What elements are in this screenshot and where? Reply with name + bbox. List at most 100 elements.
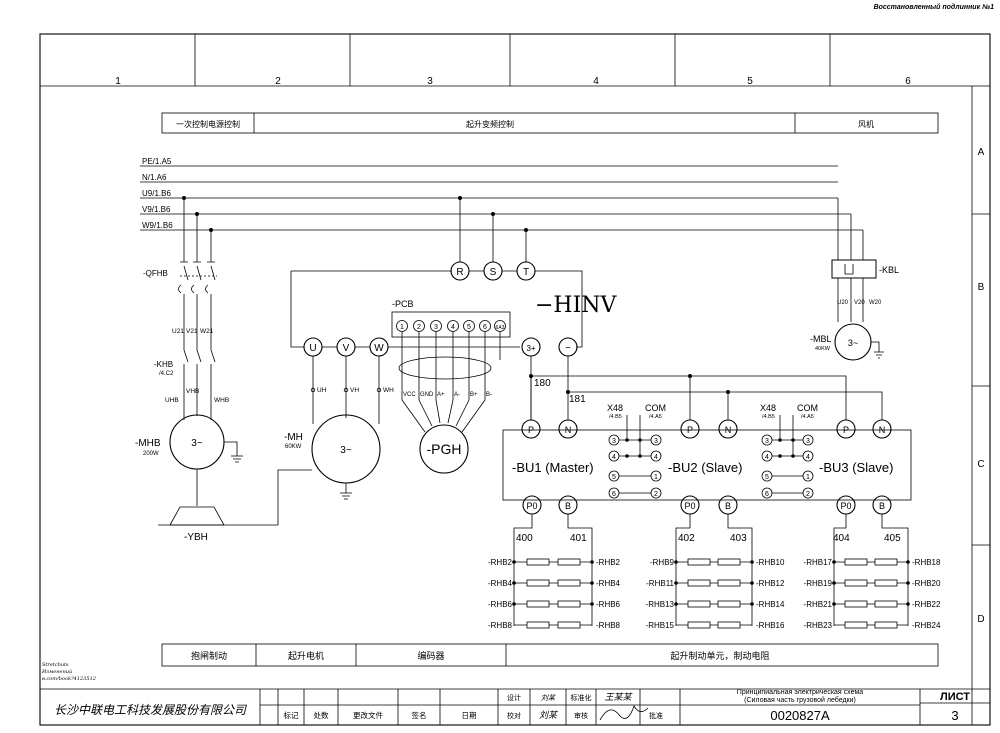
wire-label: WH [383, 387, 394, 394]
bu-pin: 6 [765, 491, 769, 498]
bu2-label: -BU2 (Slave) [668, 460, 742, 475]
title-block-label: 设计 [507, 693, 521, 702]
terminal-label: V [343, 343, 350, 354]
brake-unit-frame [502, 429, 912, 501]
column-number: 5 [747, 76, 753, 87]
wire-label: 404 [833, 533, 850, 544]
title-block-label: 校对 [507, 711, 521, 720]
motor-symbol: 3~ [191, 438, 203, 449]
resistor-label: -RHB10 [756, 558, 785, 567]
bu-pin: 3 [654, 438, 658, 445]
bus-label: U9/1.B6 [142, 189, 171, 198]
section-title: 起升制动单元，制动电阻 [670, 650, 769, 661]
resistor-label: -RHB11 [646, 579, 674, 588]
terminal-label: N [565, 425, 572, 435]
side-note: в.com/book?4123512 [42, 676, 96, 682]
terminal-label: P0 [840, 501, 851, 511]
resistor-label: -RHB22 [912, 600, 941, 609]
side-note: Изменений [41, 669, 72, 675]
resistor-label: -RHB17 [804, 558, 833, 567]
section-title: 风机 [858, 119, 874, 129]
bottom-section-strip [161, 643, 939, 667]
resistor-label: -RHB13 [646, 600, 675, 609]
wire-label: 403 [730, 533, 747, 544]
resistor-label: -RHB4 [596, 579, 621, 588]
pcb-pin: 1 [400, 324, 404, 331]
sheet-label: ЛИСТ [940, 691, 970, 703]
mh-label: -MH [284, 432, 303, 443]
wire-label: 402 [678, 533, 695, 544]
bu-pin: 4 [612, 454, 616, 461]
bu-pin: 1 [654, 474, 658, 481]
section-title: 一次控制电源控制 [176, 119, 240, 129]
restored-note: Восстановленный подлинник №1 [874, 3, 995, 11]
signature: 刘某 [539, 710, 559, 721]
terminal-label: N [879, 425, 886, 435]
brake-units: P N P N P N -BU1 (Master) -BU2 (Slave) -… [502, 403, 912, 515]
resistor-label: -RHB24 [912, 621, 941, 630]
pcb-pin: 6 [483, 324, 487, 331]
hinv-inverter: R S T −HINV U V W 3+ − -PCB 1 2 3 4 5 6 … [290, 198, 618, 474]
pgh-pin: GND [420, 392, 434, 398]
x48-ref: /4.B5 [762, 414, 775, 420]
title-block-label: 更改文件 [353, 710, 383, 720]
fan-circuit: -KBL U20 V20 W20 3~ -MBL 40KW [810, 198, 899, 361]
resistor-label: -RHB19 [804, 579, 833, 588]
bus-label: PE/1.A5 [142, 157, 172, 166]
terminal-label: R [456, 267, 463, 278]
bu-pin: 3 [765, 438, 769, 445]
khb-label: -KHB [154, 360, 173, 369]
pcb-pin: 6A3 [496, 325, 505, 331]
title-block-label: 处数 [314, 710, 329, 720]
signature: 王某某 [604, 692, 633, 703]
bus-label: V9/1.B6 [142, 205, 171, 214]
wire-label: 180 [534, 378, 551, 389]
wire-label: W20 [869, 300, 882, 306]
wire-label: V21 [186, 328, 198, 335]
terminal-label: P [843, 425, 849, 435]
title-block: 长沙中联电工科技发展股份有限公司 标记 处数 更改文件 签名 日期 设计 刘某 … [40, 688, 990, 725]
resistor-label: -RHB2 [596, 558, 621, 567]
wire-label: VH [350, 387, 359, 394]
resistor-label: -RHB4 [488, 579, 513, 588]
terminal-label: P [528, 425, 534, 435]
column-number: 1 [115, 76, 121, 87]
resistor-label: -RHB14 [756, 600, 785, 609]
wire-label: 181 [569, 394, 586, 405]
bu-pin: 2 [806, 491, 810, 498]
terminal-label: P0 [684, 501, 695, 511]
com-ref: /4.A5 [801, 414, 814, 420]
wire-label: WHB [214, 397, 229, 404]
resistor-label: -RHB15 [646, 621, 675, 630]
section-title: 起升变频控制 [466, 119, 514, 129]
ybh-brake [169, 506, 225, 526]
x48-ref: /4.B5 [609, 414, 622, 420]
mhb-label: -MHB [135, 438, 161, 449]
com-ref: /4.A5 [649, 414, 662, 420]
column-number: 4 [593, 76, 599, 87]
wire-label: 400 [516, 533, 533, 544]
pcb-card [391, 311, 511, 338]
terminal-label: W [374, 343, 384, 354]
terminal-label: 3+ [526, 344, 535, 353]
bu-pin: 1 [806, 474, 810, 481]
sheet-description: (Силовая часть грузовой лебедки) [744, 696, 856, 704]
signature-scribble [599, 705, 649, 721]
section-header [161, 112, 939, 134]
terminal-label: B [879, 501, 885, 511]
ybh-label: -YBH [184, 532, 208, 543]
terminal-label: N [725, 425, 732, 435]
power-buses: PE/1.A5 N/1.A6 U9/1.B6 V9/1.B6 W9/1.B6 [140, 157, 863, 232]
bu-pin: 4 [765, 454, 769, 461]
mbl-label: -MBL [810, 334, 832, 344]
khb-ref: /4.C2 [159, 371, 174, 377]
motor-symbol: 3~ [340, 445, 352, 456]
section-title: 起升电机 [288, 650, 324, 661]
resistor-row [512, 558, 910, 566]
row-letter: D [977, 614, 984, 625]
resistor-label: -RHB16 [756, 621, 785, 630]
resistor-row [512, 579, 910, 587]
section-title: 抱闸制动 [191, 650, 227, 661]
resistor-label: -RHB12 [756, 579, 785, 588]
